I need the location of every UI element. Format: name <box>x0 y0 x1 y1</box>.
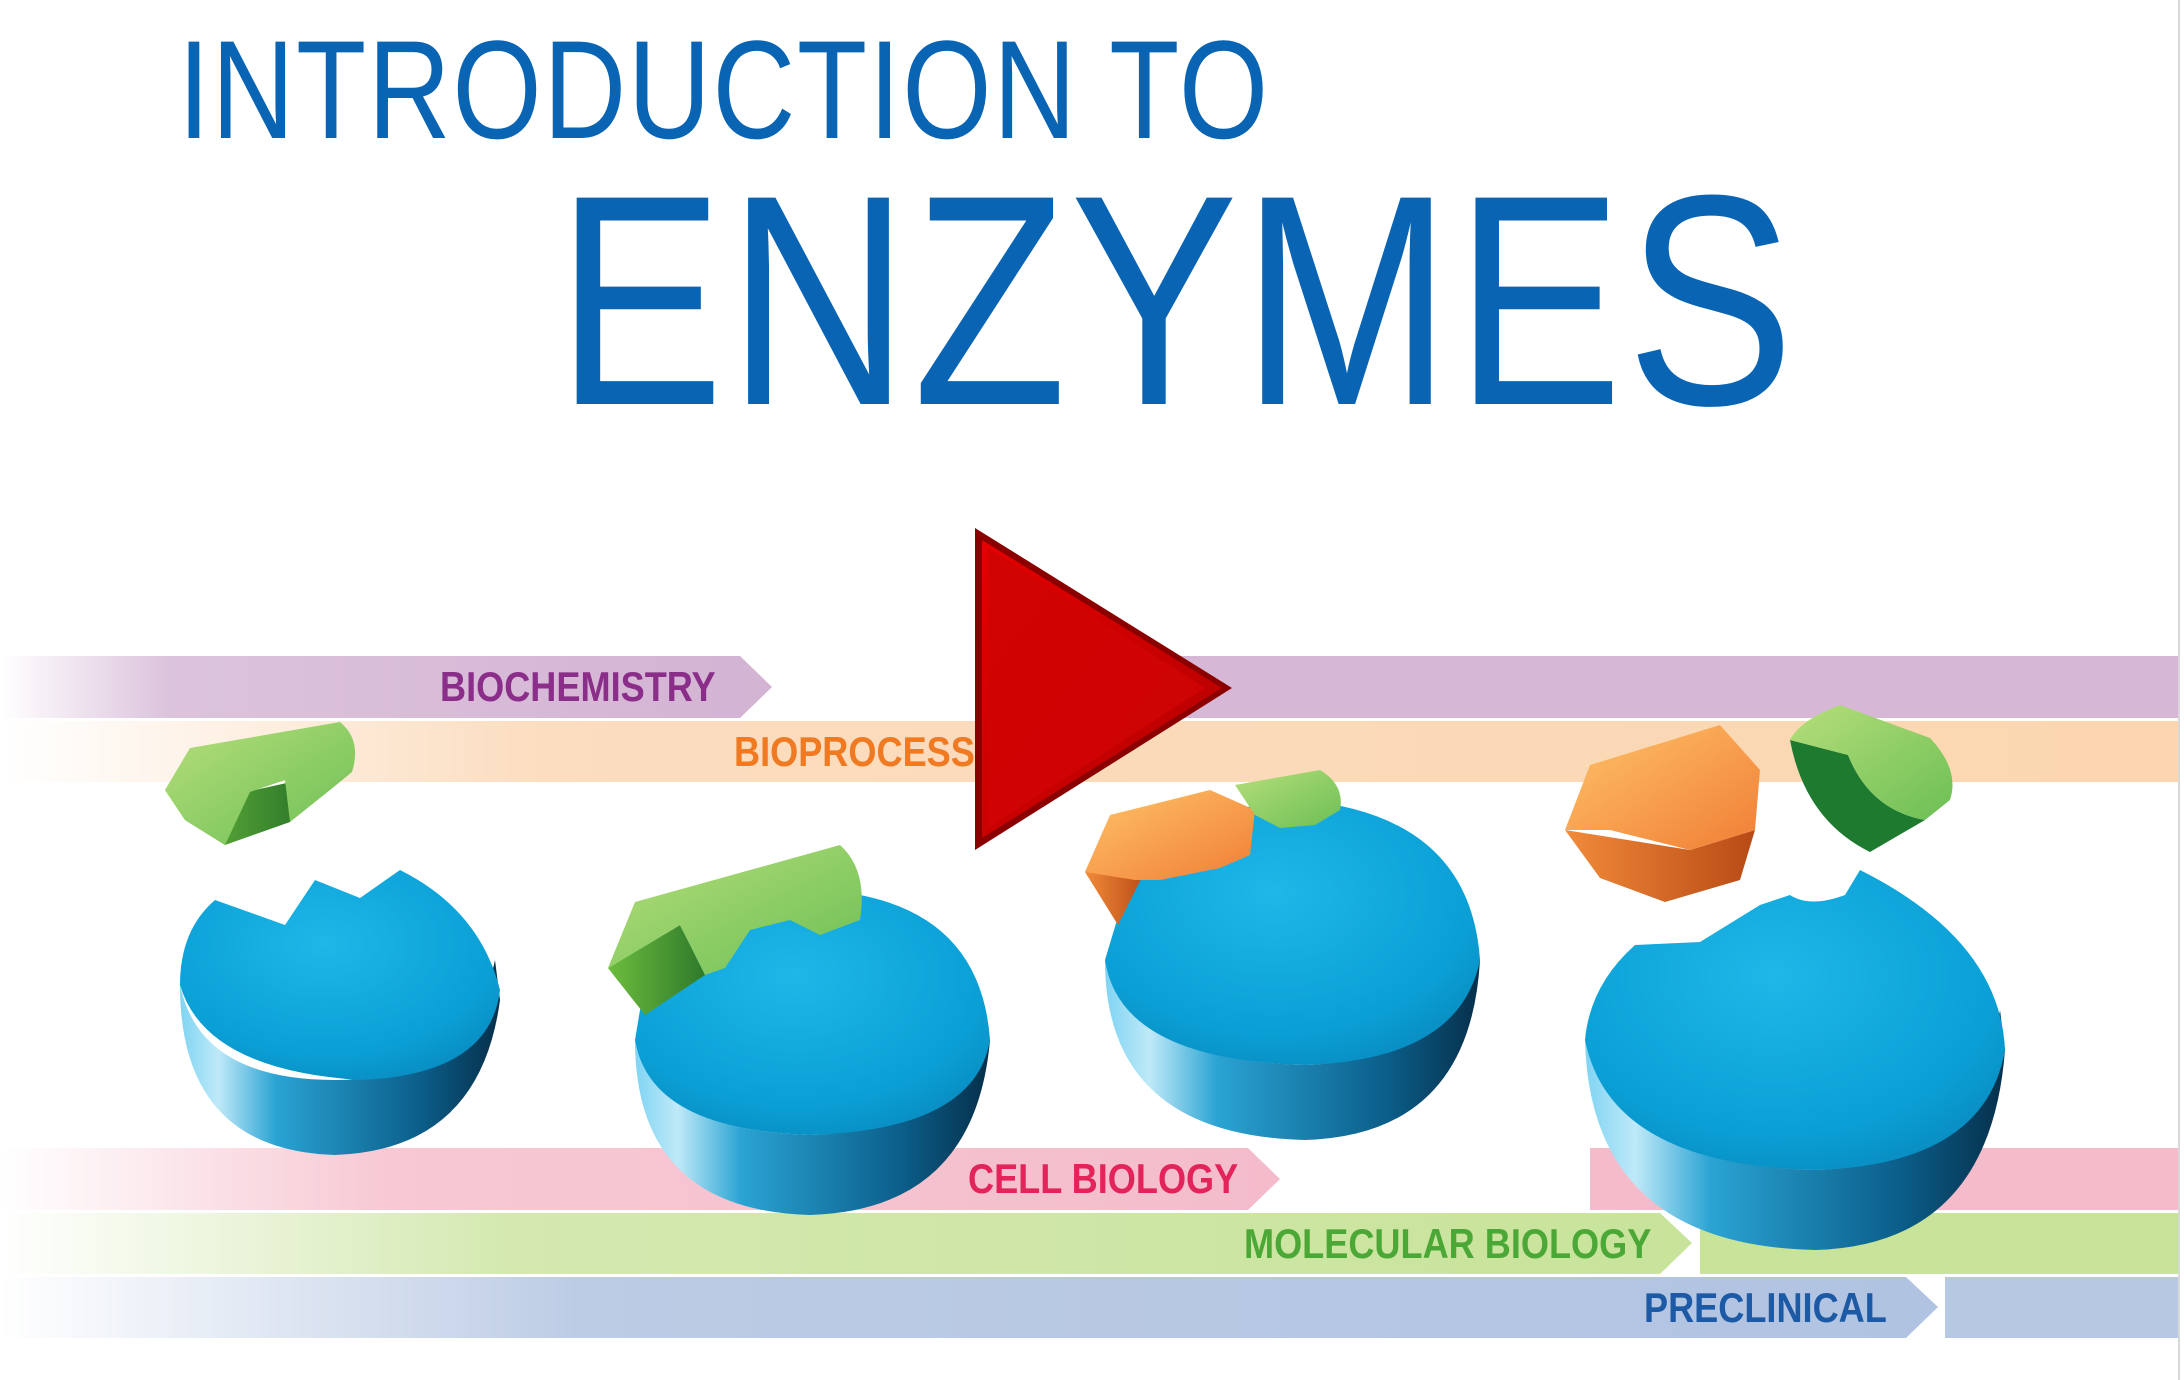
band-preclinical-tail <box>1945 1277 2180 1338</box>
label-molecular-biology: MOLECULAR BIOLOGY <box>1244 1220 1652 1267</box>
substrate-2 <box>608 845 862 1015</box>
label-bioprocess: BIOPROCESS <box>734 728 975 775</box>
substrate-1 <box>165 722 356 845</box>
band-biochemistry <box>0 656 772 718</box>
substrate-3-green <box>1235 770 1341 828</box>
enzyme-1 <box>180 870 500 1155</box>
product-orange <box>1565 725 1760 902</box>
title-introduction-to: INTRODUCTION TO <box>178 11 1270 168</box>
label-preclinical: PRECLINICAL <box>1644 1284 1887 1331</box>
slide-right-border <box>2178 0 2180 1380</box>
band-biochemistry-tail <box>1160 656 2180 718</box>
product-green <box>1790 705 1953 852</box>
title-enzymes: ENZYMES <box>556 132 1798 468</box>
label-cell-biology: CELL BIOLOGY <box>968 1155 1239 1202</box>
enzyme-4 <box>1585 870 2005 1250</box>
band-molecular-biology <box>0 1213 1692 1274</box>
band-cell-biology <box>0 1148 1280 1210</box>
play-icon[interactable] <box>975 528 1232 850</box>
band-preclinical <box>0 1277 1938 1338</box>
label-biochemistry: BIOCHEMISTRY <box>440 663 716 710</box>
substrate-3-orange <box>1085 790 1255 925</box>
